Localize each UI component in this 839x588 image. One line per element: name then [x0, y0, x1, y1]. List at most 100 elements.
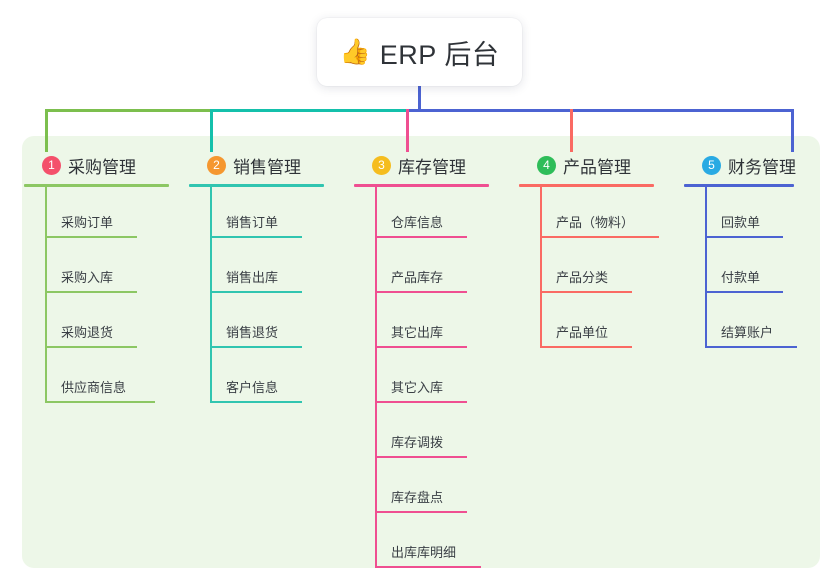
branch-rule-1	[24, 184, 169, 187]
menu-item-rule	[540, 346, 632, 348]
root-node[interactable]: 👍 ERP 后台	[317, 18, 522, 86]
menu-item[interactable]: 采购入库	[24, 242, 199, 297]
menu-item-rule	[375, 346, 467, 348]
menu-item[interactable]: 产品单位	[519, 297, 684, 352]
thumbs-up-icon: 👍	[339, 37, 371, 66]
menu-item-rule	[540, 236, 659, 238]
menu-item-rule	[45, 346, 137, 348]
branch-body-5: 回款单付款单结算账户	[684, 187, 824, 352]
menu-item-rule	[210, 401, 302, 403]
menu-item[interactable]: 销售退货	[189, 297, 354, 352]
menu-item[interactable]: 其它出库	[354, 297, 519, 352]
branch-badge-3: 3	[372, 155, 391, 175]
branch-body-2: 销售订单销售出库销售退货客户信息	[189, 187, 354, 407]
menu-item-rule	[375, 291, 467, 293]
menu-item-label: 其它出库	[391, 325, 444, 340]
branch-badge-2: 2	[207, 155, 226, 175]
menu-item[interactable]: 库存盘点	[354, 462, 519, 517]
root-node-label: ERP 后台	[379, 39, 500, 70]
branch-title-1: 采购管理	[68, 157, 136, 177]
branch-column-1: 1 采购管理采购订单采购入库采购退货供应商信息	[24, 152, 199, 407]
menu-item-label: 回款单	[721, 215, 761, 230]
root-node-content: 👍 ERP 后台	[340, 33, 500, 72]
menu-item-label: 付款单	[721, 270, 761, 285]
branch-spine-5	[705, 187, 707, 347]
menu-item[interactable]: 出库库明细	[354, 517, 519, 572]
menu-item-rule	[210, 346, 302, 348]
branch-header-4[interactable]: 4 产品管理	[519, 152, 684, 178]
menu-item[interactable]: 采购订单	[24, 187, 199, 242]
branch-body-3: 仓库信息产品库存其它出库其它入库库存调拨库存盘点出库库明细	[354, 187, 519, 572]
menu-item-label: 库存调拨	[391, 435, 444, 450]
branch-body-1: 采购订单采购入库采购退货供应商信息	[24, 187, 199, 407]
menu-item-label: 采购退货	[61, 325, 114, 340]
branch-header-1[interactable]: 1 采购管理	[24, 152, 199, 178]
menu-item[interactable]: 结算账户	[684, 297, 824, 352]
menu-item-label: 采购订单	[61, 215, 114, 230]
menu-item-rule	[375, 236, 467, 238]
menu-item-rule	[375, 566, 481, 568]
menu-item-rule	[540, 291, 632, 293]
menu-item-label: 库存盘点	[391, 490, 444, 505]
branch-spine-3	[375, 187, 377, 567]
branch-badge-1: 1	[42, 155, 61, 175]
menu-item-label: 客户信息	[226, 380, 279, 395]
branch-title-3: 库存管理	[398, 157, 466, 177]
menu-item-label: 供应商信息	[61, 380, 127, 395]
menu-item-rule	[45, 236, 137, 238]
menu-item-rule	[210, 291, 302, 293]
menu-item[interactable]: 其它入库	[354, 352, 519, 407]
menu-item[interactable]: 产品库存	[354, 242, 519, 297]
branch-title-2: 销售管理	[233, 157, 301, 177]
menu-item[interactable]: 销售出库	[189, 242, 354, 297]
branch-spine-4	[540, 187, 542, 347]
menu-item[interactable]: 产品（物料）	[519, 187, 684, 242]
menu-item-rule	[45, 291, 137, 293]
menu-item[interactable]: 销售订单	[189, 187, 354, 242]
menu-item[interactable]: 供应商信息	[24, 352, 199, 407]
menu-item-label: 销售订单	[226, 215, 279, 230]
branch-rule-3	[354, 184, 489, 187]
menu-item-label: 销售退货	[226, 325, 279, 340]
menu-item-label: 其它入库	[391, 380, 444, 395]
menu-item-rule	[705, 291, 783, 293]
branch-badge-5: 5	[702, 155, 721, 175]
branch-body-4: 产品（物料） 产品分类产品单位	[519, 187, 684, 352]
menu-item-rule	[705, 346, 797, 348]
branch-title-4: 产品管理	[563, 157, 631, 177]
menu-item-label: 仓库信息	[391, 215, 444, 230]
menu-item-label: 产品（物料）	[556, 215, 635, 230]
branch-column-2: 2 销售管理销售订单销售出库销售退货客户信息	[189, 152, 354, 407]
menu-item[interactable]: 采购退货	[24, 297, 199, 352]
branch-column-5: 5 财务管理回款单付款单结算账户	[684, 152, 824, 352]
menu-item-rule	[210, 236, 302, 238]
menu-item-label: 产品分类	[556, 270, 609, 285]
menu-item[interactable]: 产品分类	[519, 242, 684, 297]
branch-spine-2	[210, 187, 212, 402]
menu-item[interactable]: 仓库信息	[354, 187, 519, 242]
menu-item-label: 产品库存	[391, 270, 444, 285]
menu-item-rule	[705, 236, 783, 238]
branch-header-2[interactable]: 2 销售管理	[189, 152, 354, 178]
menu-item-rule	[375, 401, 467, 403]
branch-title-5: 财务管理	[728, 157, 796, 177]
menu-item-rule	[375, 456, 467, 458]
menu-item-rule	[375, 511, 467, 513]
menu-item[interactable]: 库存调拨	[354, 407, 519, 462]
menu-item-rule	[45, 401, 155, 403]
branch-badge-4: 4	[537, 155, 556, 175]
branch-column-4: 4 产品管理产品（物料） 产品分类产品单位	[519, 152, 684, 352]
branch-column-3: 3 库存管理仓库信息产品库存其它出库其它入库库存调拨库存盘点出库库明细	[354, 152, 519, 572]
branch-rule-4	[519, 184, 654, 187]
branch-rule-2	[189, 184, 324, 187]
menu-item[interactable]: 回款单	[684, 187, 824, 242]
branch-header-3[interactable]: 3 库存管理	[354, 152, 519, 178]
menu-item-label: 结算账户	[721, 325, 774, 340]
branch-header-5[interactable]: 5 财务管理	[684, 152, 824, 178]
menu-item[interactable]: 付款单	[684, 242, 824, 297]
menu-item-label: 采购入库	[61, 270, 114, 285]
menu-item-label: 产品单位	[556, 325, 609, 340]
menu-item[interactable]: 客户信息	[189, 352, 354, 407]
menu-item-label: 销售出库	[226, 270, 279, 285]
